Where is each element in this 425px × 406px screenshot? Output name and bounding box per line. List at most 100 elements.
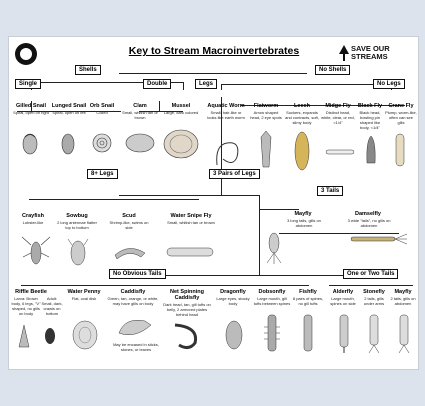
lunged-snail-name: Lunged Snail [51, 103, 87, 109]
drop-logo-icon [339, 45, 349, 61]
connector [221, 84, 391, 85]
damselfly-name: Damselfly [355, 211, 381, 217]
connector [17, 111, 121, 112]
caddisfly-desc: Green, tan, orange, or white, may have g… [107, 296, 159, 306]
water-penny-name: Water Penny [67, 289, 101, 295]
dobsonfly-desc: Large mouth, gill tufts between spines [253, 296, 291, 306]
connector [259, 195, 260, 209]
midge-fly-illustration [325, 149, 355, 155]
category-double: Double [143, 79, 172, 89]
water-penny-illustration [72, 320, 98, 350]
dragonfly-name: Dragonfly [220, 289, 246, 295]
connector [139, 111, 183, 112]
category-no-obvious-tails: No Obvious Tails [109, 269, 166, 279]
logo-icon [15, 43, 37, 65]
lunged-snail-desc: Spiral, open on left [52, 110, 86, 115]
crane-fly-name: Crane Fly [388, 103, 414, 109]
leech-name: Leech [294, 103, 310, 109]
fishfly-desc: 8 pairs of spines, no gill tufts [292, 296, 324, 306]
connector [221, 84, 222, 90]
mussel-name: Mussel [171, 103, 191, 109]
riffle-beetle-desc: Larva: Brown body, 6 legs, "V" shaped, n… [11, 296, 41, 316]
clam-desc: Small, whitish tan or brown [122, 110, 158, 120]
lunged-snail-illustration [61, 133, 75, 155]
caddisfly-case-desc: May be encased in sticks, stones, or lea… [113, 342, 159, 352]
alderfly-illustration [339, 314, 349, 353]
dragonfly-illustration [225, 320, 243, 350]
flatworm-illustration [260, 130, 272, 168]
water-snipe-fly-illustration [166, 247, 214, 257]
scud-name: Scud [122, 213, 136, 219]
gilled-snail-desc: Spiral, open on right [13, 110, 49, 115]
category-eight-legs: 8+ Legs [87, 169, 118, 179]
connector [241, 105, 405, 106]
leech-illustration [294, 131, 310, 171]
dobsonfly-name: Dobsonfly [258, 289, 286, 295]
connector [329, 285, 413, 286]
category-shells: Shells [75, 65, 101, 75]
alderfly-name: Alderfly [332, 289, 354, 295]
riffle-beetle-name: Riffle Beetle [15, 289, 47, 295]
mussel-illustration [163, 129, 199, 159]
key-sheet: Key to Stream Macroinvertebrates SAVE OU… [8, 36, 419, 370]
orb-snail-illustration [92, 133, 112, 153]
connector [159, 101, 160, 111]
aquatic-worm-name: Aquatic Worm [207, 103, 245, 109]
mayfly-two-tails-name: Mayfly [394, 289, 412, 295]
damselfly-desc: 3 wide "tails", no gills on abdomen [347, 218, 391, 228]
gilled-snail-name: Gilled Snail [16, 103, 46, 109]
connector [21, 285, 309, 286]
riffle-beetle-larva-illustration [18, 324, 30, 348]
category-legs: Legs [195, 79, 218, 89]
aquatic-worm-desc: Small, hair-like or looks like earth wor… [207, 110, 245, 120]
sowbug-illustration [67, 238, 89, 266]
crayfish-desc: Lobster-like [22, 220, 44, 225]
sowbug-name: Sowbug [66, 213, 88, 219]
black-fly-desc: Black head, bowling pin shaped like body… [359, 110, 381, 130]
connector [31, 101, 32, 111]
water-penny-desc: Flat, oval disk [71, 296, 97, 301]
black-fly-illustration [366, 135, 376, 164]
scud-illustration [114, 248, 146, 260]
page-title: Key to Stream Macroinvertebrates [128, 45, 300, 57]
mayfly-two-tails-desc: 2 tails, gills on abdomen [390, 296, 416, 306]
category-no-legs: No Legs [373, 79, 405, 89]
mussel-desc: Large, dark colored [163, 110, 199, 115]
stonefly-illustration [368, 314, 380, 353]
brand-line2: STREAMS [351, 52, 388, 61]
mayfly-three-tails-name: Mayfly [294, 211, 312, 217]
net-spinning-caddisfly-desc: Dark head, tan, gill tufts on belly, 2 a… [163, 302, 211, 317]
leech-desc: Suckers, expands and contracts, soft, sl… [285, 110, 319, 125]
category-one-or-two-tails: One or Two Tails [343, 269, 399, 279]
connector [183, 82, 184, 90]
alderfly-desc: Large mouth, spines on side [330, 296, 356, 306]
clam-name: Clam [133, 103, 147, 109]
flatworm-desc: Arrow shaped head, 2 eye spots [250, 110, 282, 120]
category-single: Single [15, 79, 42, 89]
midge-fly-desc: Distinct head, white, clear, or red, <1/… [321, 110, 355, 125]
connector [29, 199, 199, 200]
connector [119, 73, 307, 74]
damselfly-illustration [350, 233, 408, 245]
dragonfly-desc: Large eyes, stocky body [216, 296, 250, 306]
scud-desc: Shrimp-like, swims on side [109, 220, 149, 230]
orb-snail-name: Orb Snail [89, 103, 115, 109]
caddisfly-name: Caddisfly [120, 289, 146, 295]
connector [159, 275, 379, 276]
connector [31, 82, 183, 83]
clam-illustration [125, 133, 155, 153]
water-snipe-fly-name: Water Snipe Fly [170, 213, 212, 219]
dobsonfly-illustration [264, 314, 280, 352]
net-spinning-caddisfly-illustration [174, 323, 198, 350]
fishfly-illustration [303, 314, 313, 352]
fishfly-name: Fishfly [299, 289, 317, 295]
category-three-pairs-legs: 3 Pairs of Legs [209, 169, 260, 179]
crayfish-illustration [21, 236, 51, 265]
category-no-shells: No Shells [315, 65, 351, 75]
mayfly-three-tails-illustration [266, 232, 282, 264]
stonefly-desc: 2 tails, gills under arms [363, 296, 385, 306]
flatworm-name: Flatworm [253, 103, 279, 109]
riffle-beetle-adult-desc: Adult: Small, dark, crawls on bottom [41, 296, 63, 316]
connector [259, 209, 260, 275]
orb-snail-desc: Coiled [96, 110, 108, 115]
